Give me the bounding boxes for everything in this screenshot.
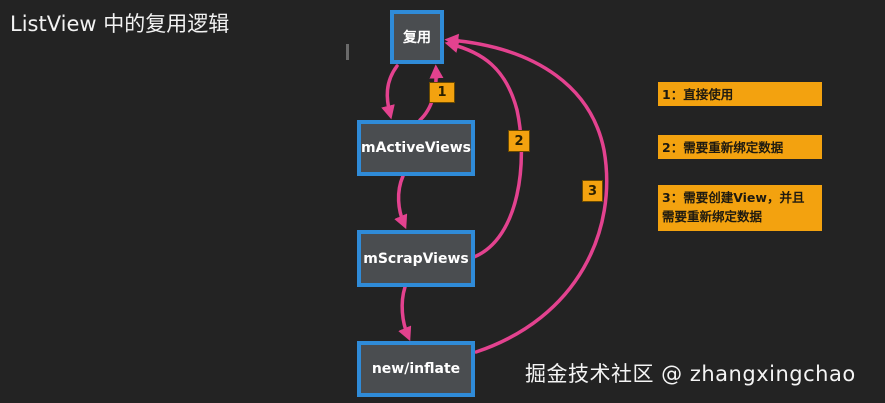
node-active-views: mActiveViews [357, 120, 475, 176]
arrow-path-3 [444, 33, 609, 354]
arrow-reuse-to-active [381, 64, 399, 120]
legend-item-3-line-2: 需要重新绑定数据 [662, 209, 763, 224]
node-scrap-views: mScrapViews [357, 230, 475, 287]
node-new-inflate: new/inflate [357, 341, 475, 397]
arrow-scrap-to-new [398, 285, 412, 342]
text-cursor [346, 44, 349, 60]
legend-item-2-text: 2：需要重新绑定数据 [662, 140, 784, 155]
badge-path-2: 2 [508, 130, 530, 152]
badge-path-1: 1 [429, 82, 455, 103]
arrow-path-2 [444, 39, 524, 259]
legend-item-1-text: 1：直接使用 [662, 87, 734, 102]
legend-item-2: 2：需要重新绑定数据 [658, 135, 822, 159]
node-reuse: 复用 [390, 10, 444, 64]
legend-item-1: 1：直接使用 [658, 82, 822, 106]
arrow-active-to-scrap [394, 174, 408, 230]
legend-item-3: 3：需要创建View，并且 需要重新绑定数据 [658, 185, 822, 231]
watermark: 掘金技术社区 @ zhangxingchao [525, 362, 856, 386]
badge-path-3: 3 [582, 180, 603, 202]
diagram-title: ListView 中的复用逻辑 [10, 12, 230, 36]
legend-item-3-line-1: 3：需要创建View，并且 [662, 190, 805, 205]
